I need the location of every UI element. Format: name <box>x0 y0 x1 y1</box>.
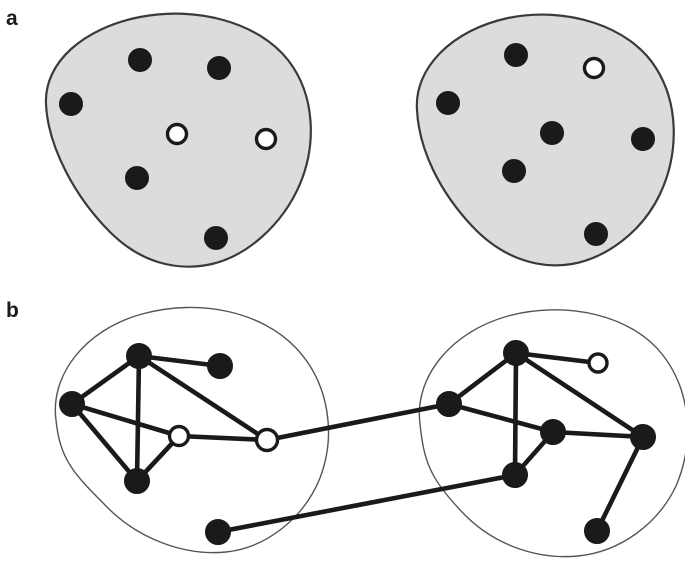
node-filled-a-r-1 <box>504 43 528 67</box>
node-filled-a-l-3 <box>59 92 83 116</box>
edge-bridge-top <box>264 401 452 443</box>
panel-label-a: a <box>6 7 18 30</box>
node-open-a-l-5 <box>254 127 278 151</box>
node-filled-b-r-5 <box>630 424 656 450</box>
node-filled-a-l-6 <box>125 166 149 190</box>
node-filled-b-r-4 <box>540 419 566 445</box>
edge-b-left-0 <box>136 353 223 369</box>
edge-b-left-1 <box>69 353 142 407</box>
edge-b-left-5 <box>69 401 140 484</box>
edge-b-right-7 <box>594 434 646 534</box>
node-filled-b-r-6 <box>502 462 528 488</box>
node-open-a-l-4 <box>165 122 189 146</box>
edge-b-left-3 <box>136 353 270 443</box>
edge-b-right-6 <box>550 429 646 440</box>
edge-b-left-7 <box>176 433 270 443</box>
group-outline-b-right <box>418 309 685 558</box>
node-open-b-l-5 <box>254 427 280 453</box>
node-filled-a-r-6 <box>502 159 526 183</box>
node-filled-a-l-1 <box>128 48 152 72</box>
node-filled-a-r-3 <box>436 91 460 115</box>
node-filled-b-l-7 <box>205 519 231 545</box>
node-open-b-r-2 <box>587 352 609 374</box>
panel-b <box>54 306 685 558</box>
panel-a <box>44 12 675 268</box>
edge-b-right-2 <box>512 350 519 478</box>
node-filled-b-r-3 <box>436 391 462 417</box>
node-filled-b-r-1 <box>503 340 529 366</box>
group-outline-b-left <box>54 306 330 554</box>
node-filled-b-l-6 <box>124 468 150 494</box>
node-filled-b-r-7 <box>584 518 610 544</box>
node-open-a-r-2 <box>582 56 606 80</box>
node-filled-b-l-1 <box>126 343 152 369</box>
edge-b-right-4 <box>446 401 556 435</box>
node-filled-b-l-2 <box>207 353 233 379</box>
edge-b-right-0 <box>513 350 601 366</box>
edge-b-left-4 <box>69 401 182 439</box>
node-filled-a-r-7 <box>584 222 608 246</box>
edge-bridge-bottom <box>215 472 518 535</box>
node-filled-a-l-7 <box>204 226 228 250</box>
node-open-b-l-4 <box>167 424 191 448</box>
node-filled-a-r-5 <box>631 127 655 151</box>
edge-b-right-3 <box>513 350 646 440</box>
node-filled-b-l-3 <box>59 391 85 417</box>
edge-b-right-1 <box>446 350 519 407</box>
node-filled-a-l-2 <box>207 56 231 80</box>
edge-b-left-2 <box>134 353 142 484</box>
panel-label-b: b <box>6 299 19 322</box>
node-filled-a-r-4 <box>540 121 564 145</box>
